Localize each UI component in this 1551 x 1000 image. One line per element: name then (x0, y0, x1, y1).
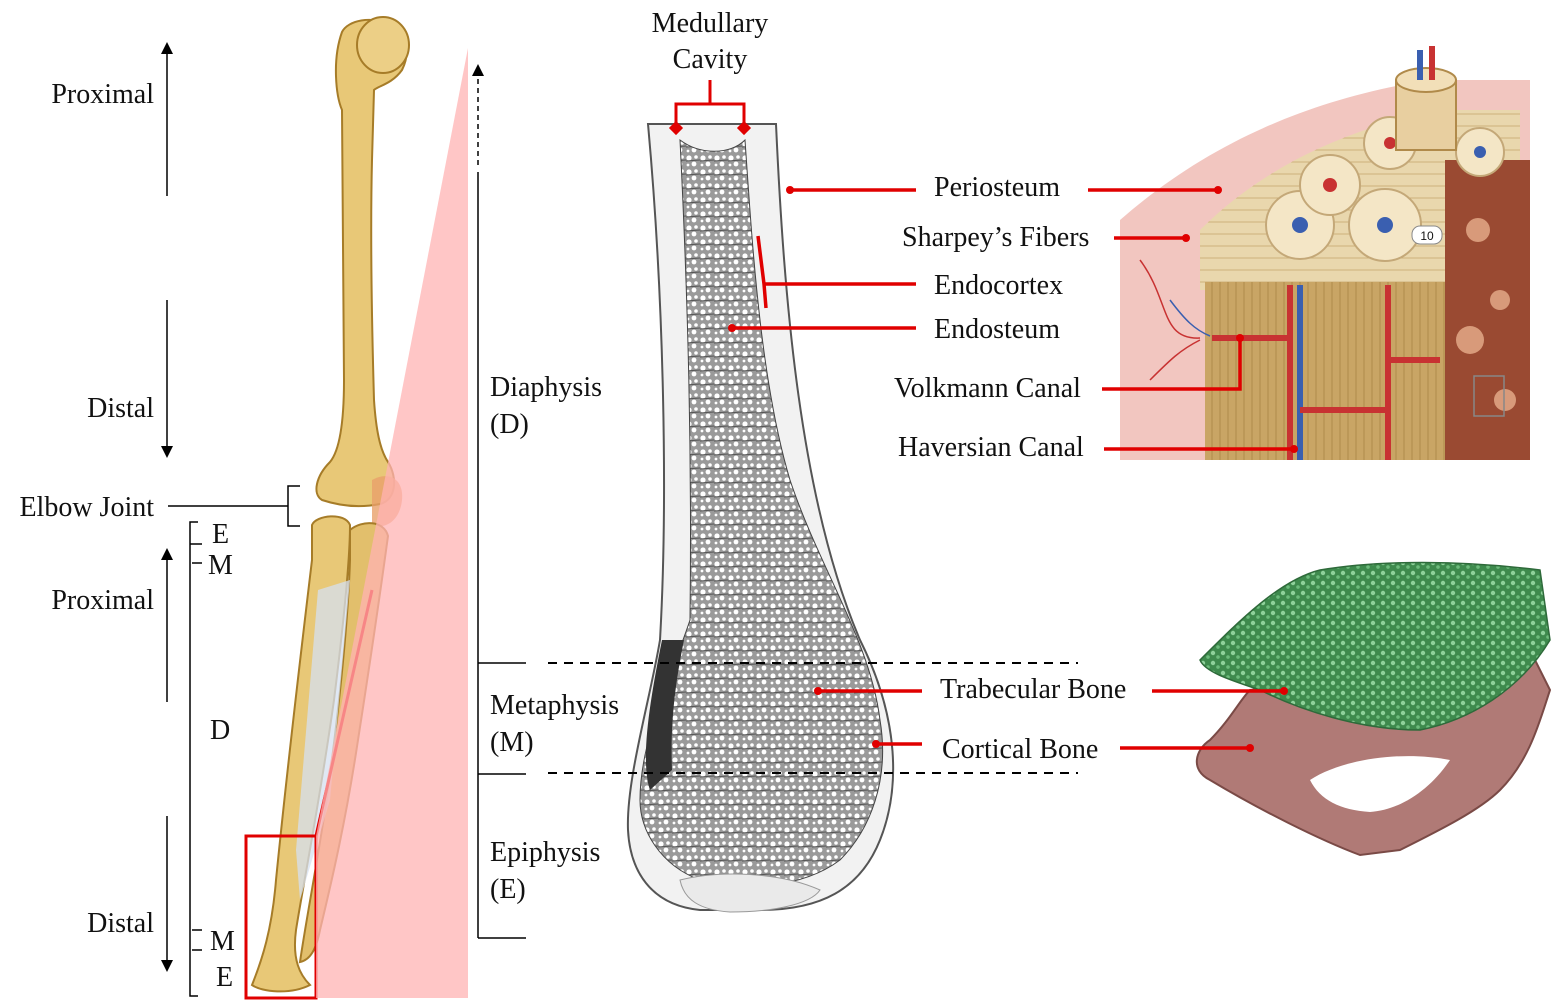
periosteum-label: Periosteum (934, 172, 1060, 203)
metaphysis-label: Metaphysis (490, 690, 619, 721)
epiphysis-label: Epiphysis (490, 837, 600, 868)
compact-bone-inset: 10 (1120, 46, 1530, 460)
diaphysis-label: Diaphysis (490, 372, 602, 403)
inset-marker-number: 10 (1420, 229, 1434, 243)
humerus-head (357, 17, 409, 73)
epiphysis-abbr: (E) (490, 874, 526, 905)
segment-m-bottom: M (210, 926, 235, 957)
forearm-segment-bracket (190, 522, 202, 996)
haversian-canal-label: Haversian Canal (898, 432, 1084, 463)
elbow-bracket (288, 486, 300, 526)
segment-e-top: E (212, 519, 229, 550)
humerus-bone (316, 20, 406, 506)
upper-distal-label: Distal (87, 393, 154, 424)
segment-e-bottom: E (216, 962, 233, 993)
diaphysis-abbr: (D) (490, 409, 529, 440)
endocortex-label: Endocortex (934, 270, 1063, 301)
lower-proximal-label: Proximal (51, 585, 154, 616)
segment-m-top: M (208, 550, 233, 581)
cortical-bone-label: Cortical Bone (942, 734, 1098, 765)
trabecular-bone-label: Trabecular Bone (940, 674, 1126, 705)
medullary-label-line1: Medullary (652, 8, 769, 39)
segment-d: D (210, 715, 230, 746)
medullary-bracket (676, 80, 744, 128)
lower-distal-label: Distal (87, 908, 154, 939)
medullary-label-line2: Cavity (673, 44, 748, 75)
trabecular-cortical-3d (1197, 563, 1550, 856)
elbow-joint-label: Elbow Joint (19, 492, 154, 523)
endosteum-label: Endosteum (934, 314, 1060, 345)
sharpeys-fibers-label: Sharpey’s Fibers (902, 222, 1089, 253)
metaphysis-abbr: (M) (490, 727, 534, 758)
volkmann-canal-label: Volkmann Canal (894, 373, 1081, 404)
inset-spongy-block (1445, 160, 1530, 460)
upper-proximal-label: Proximal (51, 79, 154, 110)
